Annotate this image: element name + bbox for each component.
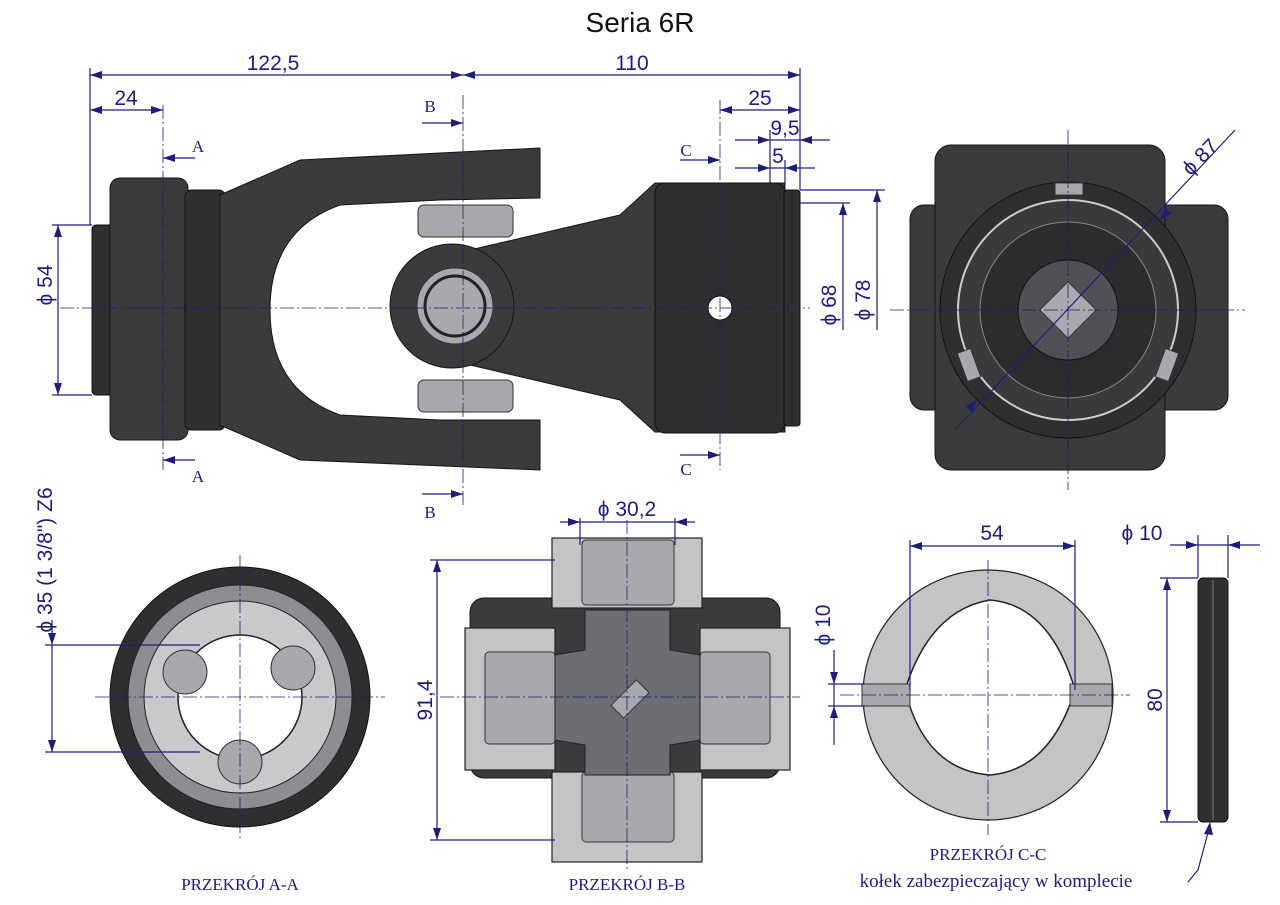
dia-87: ϕ 87 <box>1178 135 1223 180</box>
dia-78: ϕ 78 <box>852 280 875 321</box>
circlip <box>423 274 487 338</box>
section-cc: 54 ϕ 10 PRZEKRÓJ C-C <box>812 522 1130 864</box>
section-mark-a-bottom: A <box>192 467 205 486</box>
dim-24: 24 <box>114 87 138 110</box>
dim-80: 80 <box>1144 688 1167 711</box>
pin-caption: kołek zabezpieczający w komplecie <box>860 871 1133 892</box>
dia-10-pin: ϕ 10 <box>1122 522 1163 545</box>
drawing-title: Seria 6R <box>586 7 695 38</box>
left-hub-collar <box>184 189 226 431</box>
dim-9-5: 9,5 <box>770 117 799 140</box>
section-mark-b-top: B <box>424 97 435 116</box>
cross-cap <box>416 267 494 345</box>
side-view: 122,5 110 24 25 9,5 5 ϕ 54 ϕ 68 ϕ 78 A A… <box>34 52 885 522</box>
dim-91-4: 91,4 <box>414 679 437 720</box>
bearing-cup-top <box>417 204 514 238</box>
dia-30-2: ϕ 30,2 <box>598 498 656 521</box>
dim-54-cc: 54 <box>980 522 1004 545</box>
left-hub <box>109 177 189 441</box>
section-aa: ϕ 35 (1 3/8") Z6 PRZEKRÓJ A-A <box>34 487 385 894</box>
caption-section-bb: PRZEKRÓJ B-B <box>569 875 686 894</box>
section-mark-c-bottom: C <box>680 460 691 479</box>
dim-110: 110 <box>615 52 648 75</box>
dia-54: ϕ 54 <box>34 264 57 305</box>
dia-10-cc: ϕ 10 <box>812 605 835 646</box>
dia-35-z6: ϕ 35 (1 3/8") Z6 <box>34 487 57 632</box>
section-mark-a-top: A <box>192 137 205 156</box>
caption-section-cc: PRZEKRÓJ C-C <box>930 845 1047 864</box>
bearing-cup-bottom <box>417 379 514 413</box>
caption-section-aa: PRZEKRÓJ A-A <box>181 875 299 894</box>
dim-5: 5 <box>772 145 784 168</box>
dia-68: ϕ 68 <box>818 285 841 326</box>
end-view: ϕ 87 <box>890 129 1245 490</box>
section-bb: ϕ 30,2 91,4 PRZEKRÓJ B-B <box>414 498 800 894</box>
section-mark-b-bottom: B <box>424 503 435 522</box>
safety-pin: ϕ 10 80 kołek zabezpieczający w kompleci… <box>860 522 1260 892</box>
dim-25: 25 <box>748 87 771 110</box>
dim-122-5: 122,5 <box>247 52 300 75</box>
left-yoke <box>219 147 541 471</box>
section-mark-c-top: C <box>680 141 691 160</box>
